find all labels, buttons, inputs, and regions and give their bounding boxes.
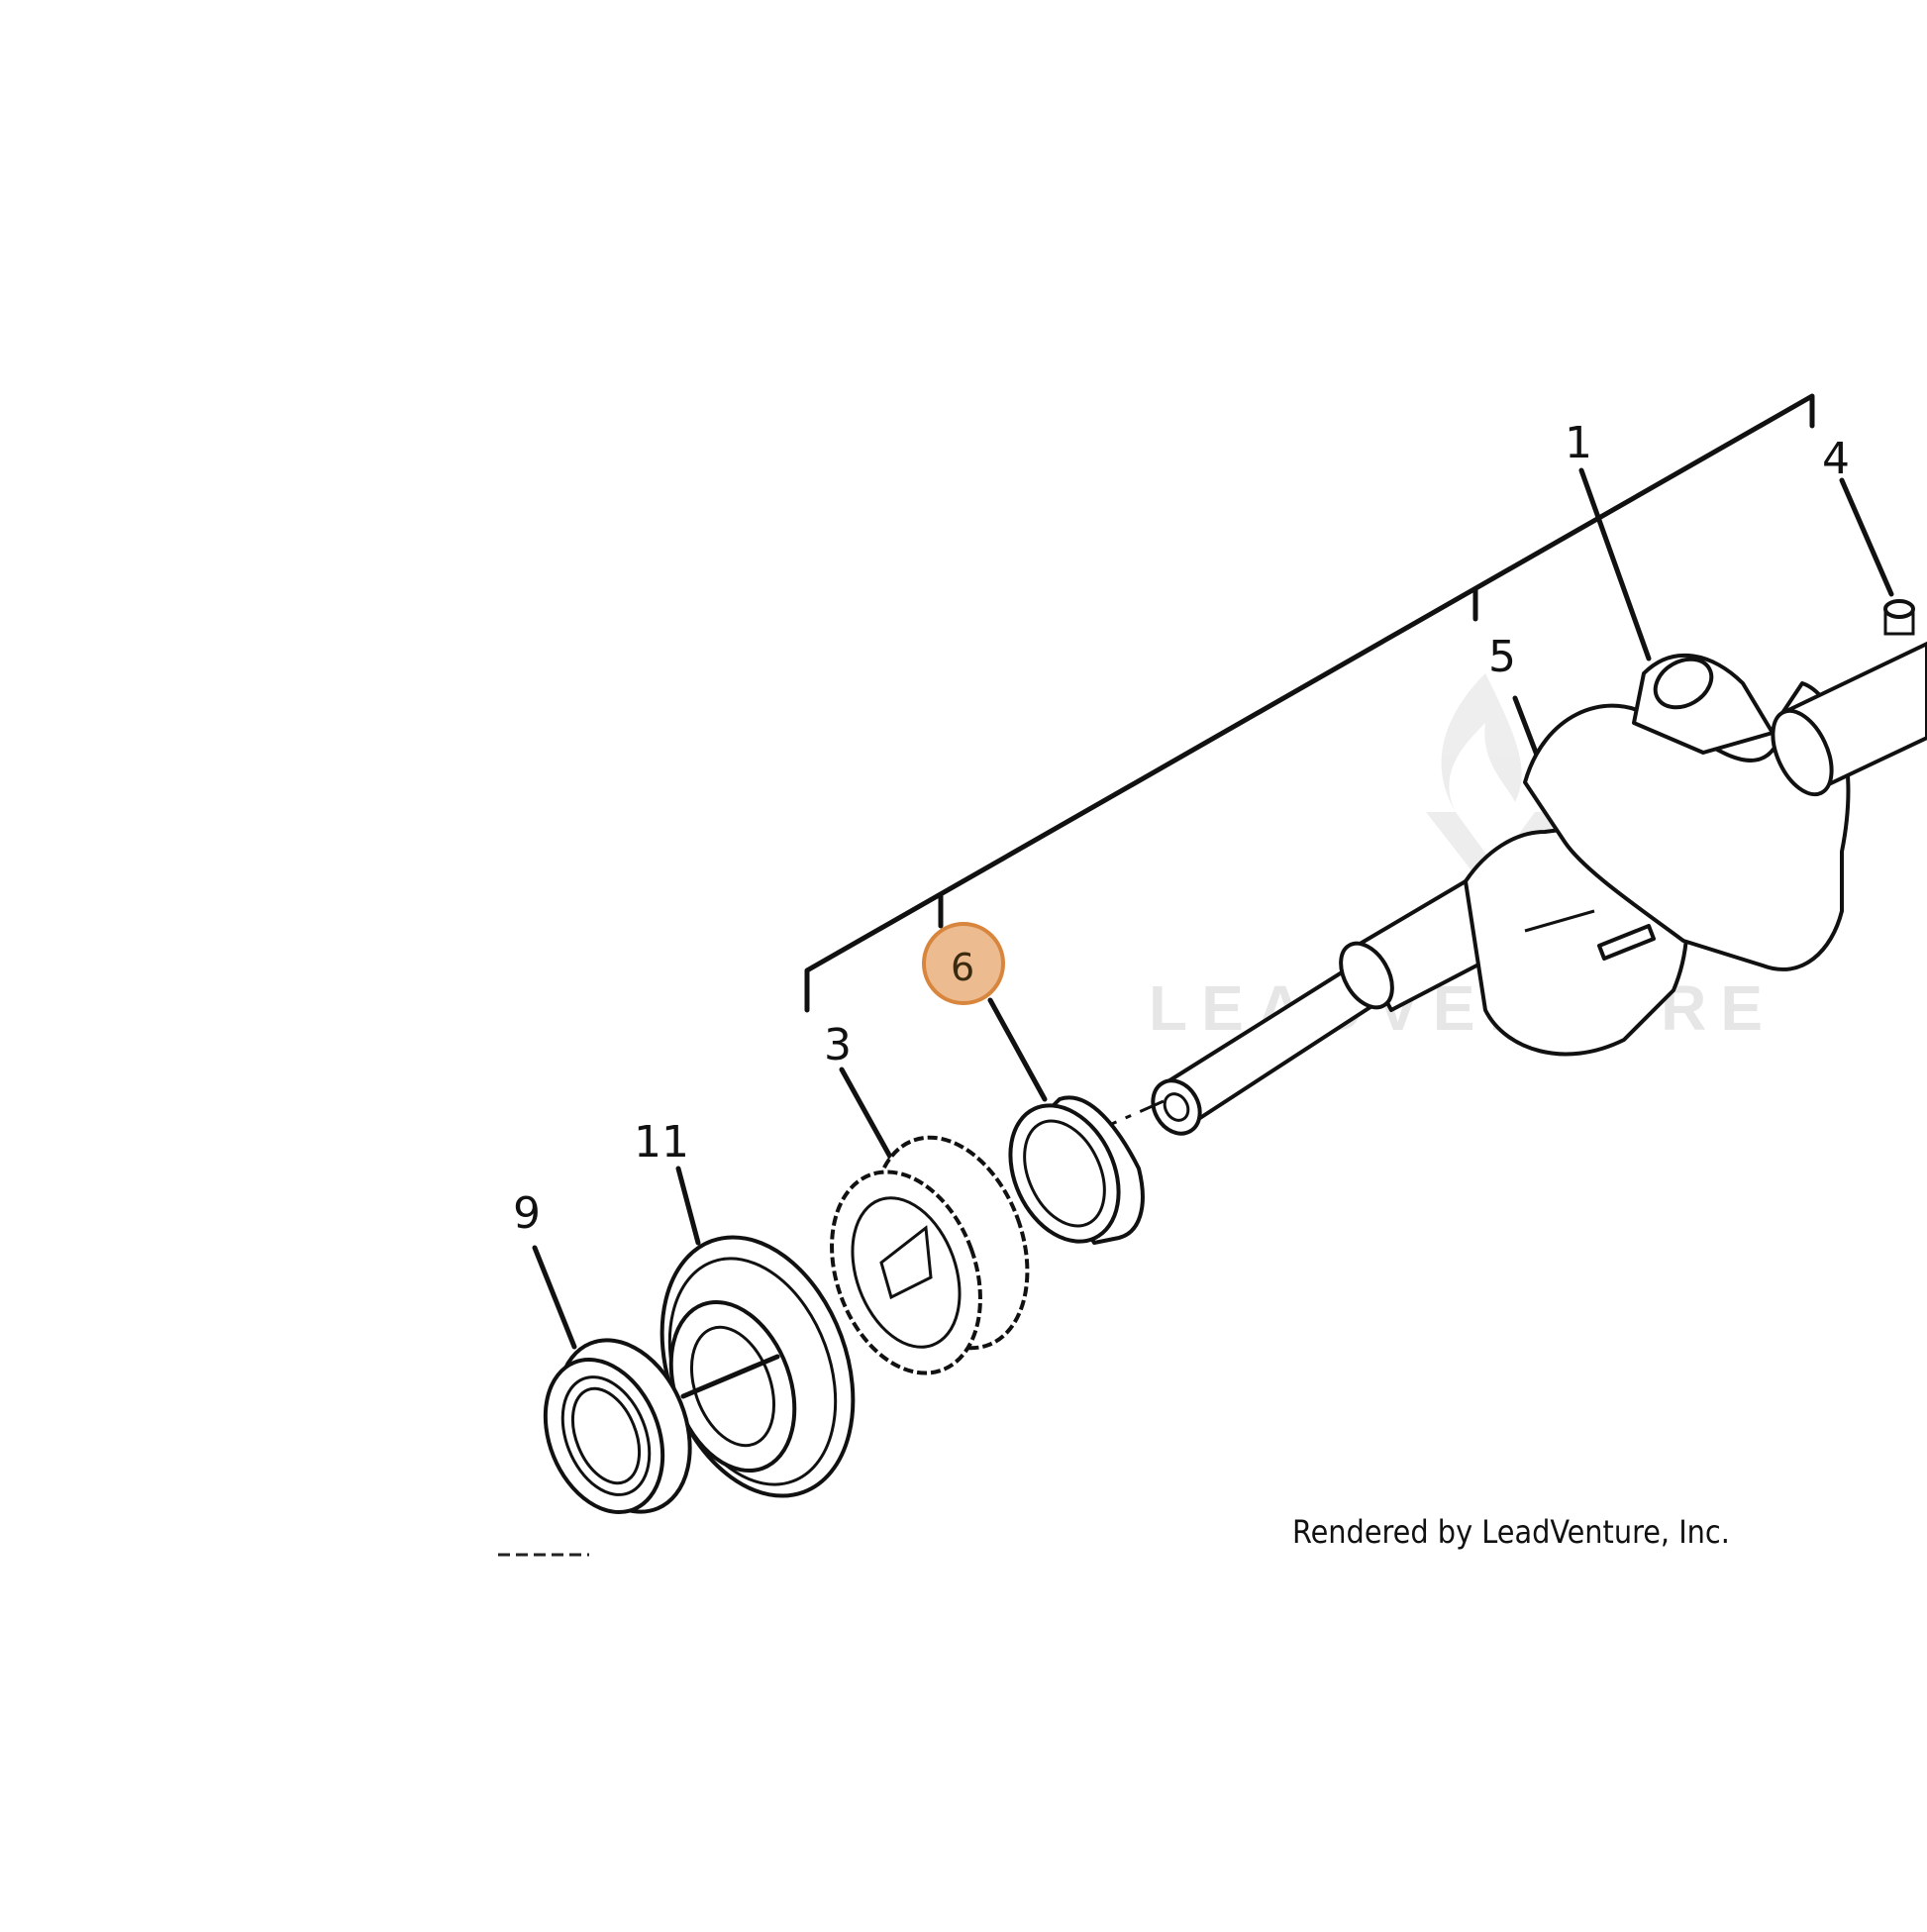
part-6-ring [1008, 1095, 1145, 1245]
callouts: 1 3 4 5 6 9 11 [513, 418, 1850, 1239]
key-part [1883, 599, 1915, 619]
part-9-seal [543, 1338, 692, 1514]
callout-6-highlight[interactable]: 6 [922, 922, 1005, 1005]
callout-4[interactable]: 4 [1822, 434, 1850, 484]
callout-11[interactable]: 11 [634, 1117, 689, 1168]
crankshaft [1088, 599, 1927, 1136]
callout-9[interactable]: 9 [513, 1188, 541, 1239]
part-11-bearing [659, 1235, 856, 1498]
callout-5[interactable]: 5 [1488, 632, 1516, 682]
flame-logo-icon [1441, 673, 1522, 812]
callout-1[interactable]: 1 [1565, 418, 1592, 468]
callout-6[interactable]: 6 [951, 946, 974, 989]
woodruff-key [1597, 924, 1656, 961]
part-3-gear [830, 1135, 1030, 1375]
highlight-circle [922, 922, 1005, 1005]
credit-text: Rendered by LeadVenture, Inc. [1292, 1513, 1730, 1551]
callout-3[interactable]: 3 [824, 1020, 852, 1070]
assembly-bracket [804, 393, 1815, 1013]
